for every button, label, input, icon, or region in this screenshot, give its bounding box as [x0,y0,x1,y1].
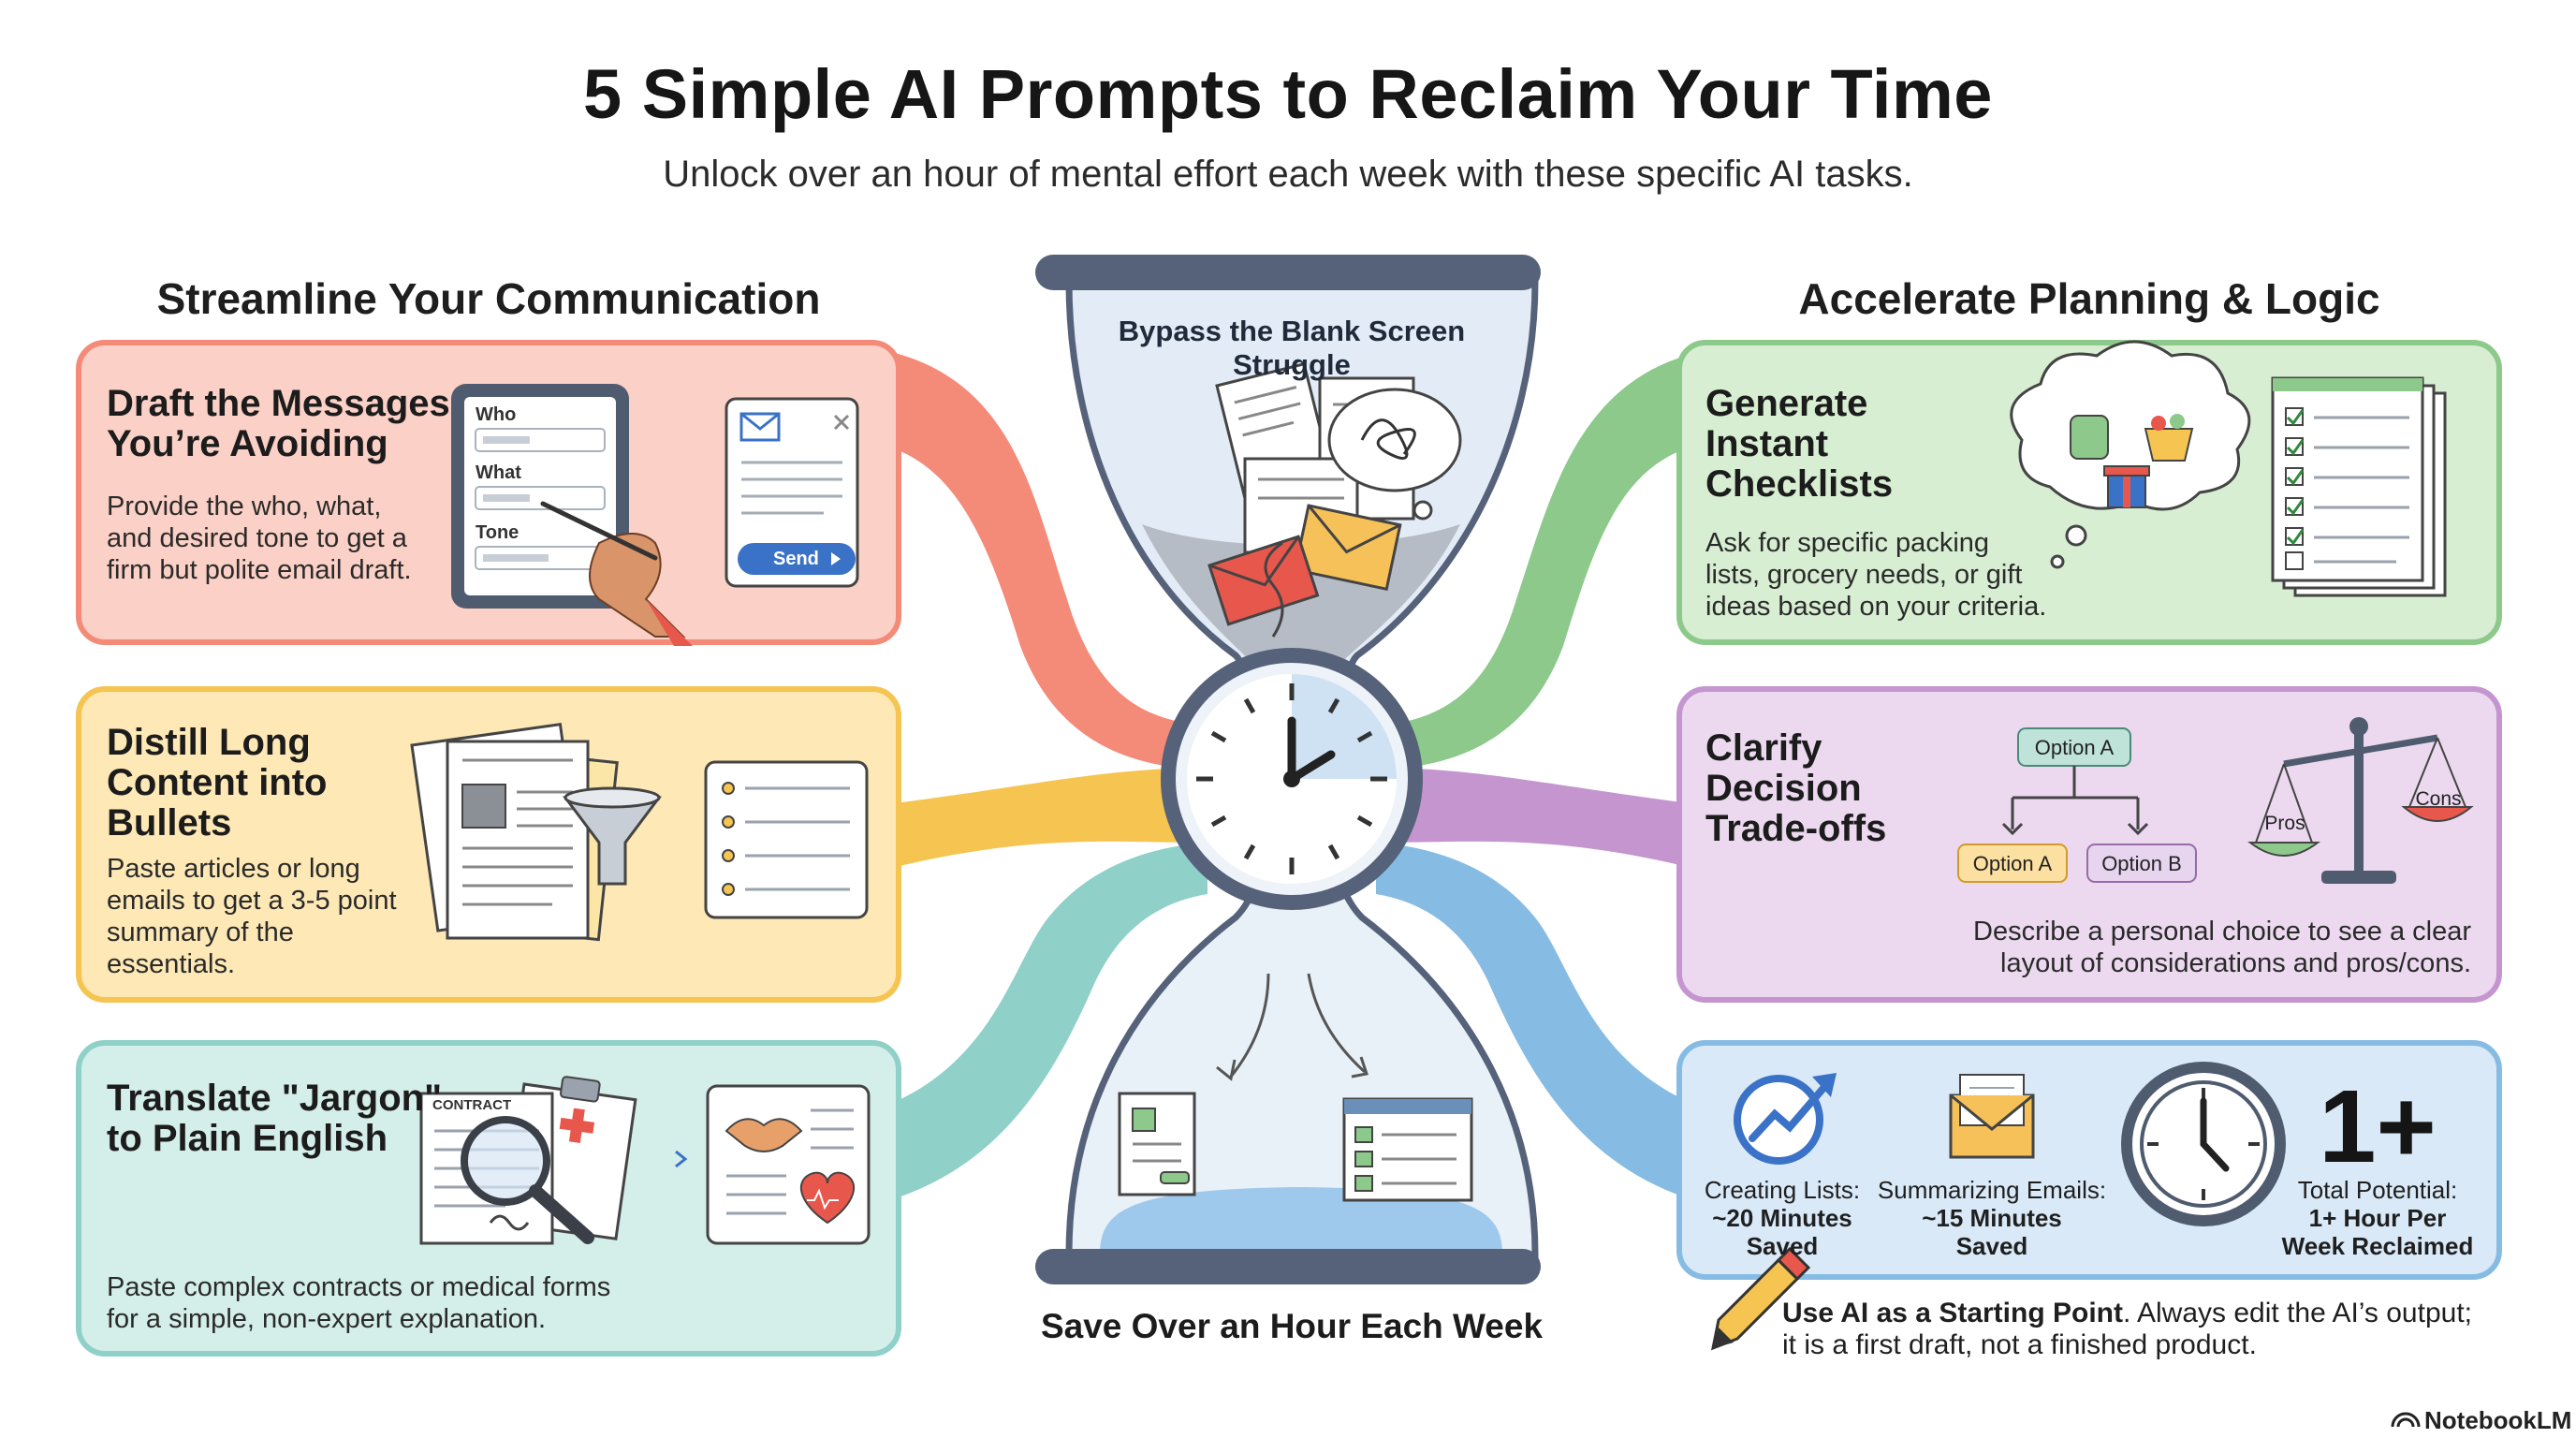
red-ribbon [842,345,1208,770]
translate-arrow-icon [675,1150,688,1168]
section-right-heading: Accelerate Planning & Logic [1798,274,2380,323]
stat-emails: Summarizing Emails: ~15 Minutes Saved [1877,1176,2107,1260]
form-tone-label: Tone [476,522,520,543]
card-checklists-title: Generate Instant Checklists [1705,383,1894,505]
checklist-pages-icon [2271,376,2447,597]
card-stats-bg [1676,1040,2502,1280]
documents-funnel-icon [410,723,662,942]
tip-text: Use AI as a Starting Point. Always edit … [1782,1298,2472,1360]
stat-lists: Creating Lists: ~20 Minutes Saved [1704,1176,1861,1260]
card-checklists-desc: Ask for specific packing lists, grocery … [1705,528,2047,622]
brand-label: NotebookLM [2424,1406,2572,1434]
hourglass-bottom-label: Save Over an Hour Each Week [1040,1307,1544,1345]
handshake-doc-icon [706,1084,871,1245]
contract-magnifier-icon [419,1076,637,1245]
card-distill-title: Distill Long Content into Bullets [107,722,328,844]
blue-ribbon [1376,843,1722,1208]
purple-ribbon [1376,768,1704,871]
card-distill[interactable]: Distill Long Content into Bullets Paste … [107,723,416,980]
card-draft-desc: Provide the who, what, and desired tone … [107,492,412,585]
stats-clock-icon [2121,1062,2286,1226]
stat-big-number: 1+ [2319,1069,2437,1184]
email-window-icon [724,397,859,588]
option-top-label: Option A [2034,736,2115,759]
stat-total: Total Potential: 1+ Hour Per Week Reclai… [2281,1176,2474,1260]
pros-label: Pros [2264,813,2305,834]
cons-label: Cons [2415,788,2462,810]
card-translate-title: Translate "Jargon" to Plain English [107,1078,443,1159]
card-decision-title: Clarify Decision Trade-offs [1705,727,1887,849]
card-translate[interactable]: Translate "Jargon" to Plain English [107,1078,500,1159]
notebooklm-logo-icon [2391,1412,2421,1428]
decision-tree-diagram [1957,727,2197,883]
tablet-form-icon [451,384,693,646]
form-what-label: What [476,462,521,483]
pencil-icon [1710,1246,1811,1351]
contract-label: CONTRACT [432,1097,512,1113]
page-title: 5 Simple AI Prompts to Reclaim Your Time [583,55,1993,133]
clock-icon [1161,648,1423,910]
yellow-ribbon [880,768,1208,871]
card-decision[interactable]: Clarify Decision Trade-offs [1705,728,1986,849]
option-right-label: Option B [2101,852,2182,875]
bullet-summary-icon [704,760,869,919]
page-subtitle: Unlock over an hour of mental effort eac… [663,154,1913,195]
green-ribbon [1376,346,1741,770]
growth-chart-icon [1734,1073,1837,1165]
envelope-letter-icon [1949,1074,2035,1159]
card-checklists[interactable]: Generate Instant Checklists Ask for spec… [1705,384,2080,623]
card-translate-desc: Paste complex contracts or medical forms… [107,1272,611,1334]
card-distill-desc: Paste articles or long emails to get a 3… [107,854,397,979]
form-who-label: Who [476,404,517,425]
hourglass-top-label: Bypass the Blank Screen Struggle [1118,315,1466,381]
thought-bubble-icon [2010,340,2251,569]
balance-scale-icon [2247,717,2474,884]
send-button[interactable]: Send [773,549,819,569]
card-decision-bg [1676,686,2502,1003]
card-decision-desc: Describe a personal choice to see a clea… [1973,917,2471,978]
option-left-label: Option A [1972,852,2053,875]
card-draft[interactable]: Draft the Messages You’re Avoiding Provi… [107,384,462,586]
teal-ribbon [861,843,1208,1208]
falling-documents [1118,361,1473,1202]
card-draft-title: Draft the Messages You’re Avoiding [107,383,450,464]
section-left-heading: Streamline Your Communication [156,274,821,323]
